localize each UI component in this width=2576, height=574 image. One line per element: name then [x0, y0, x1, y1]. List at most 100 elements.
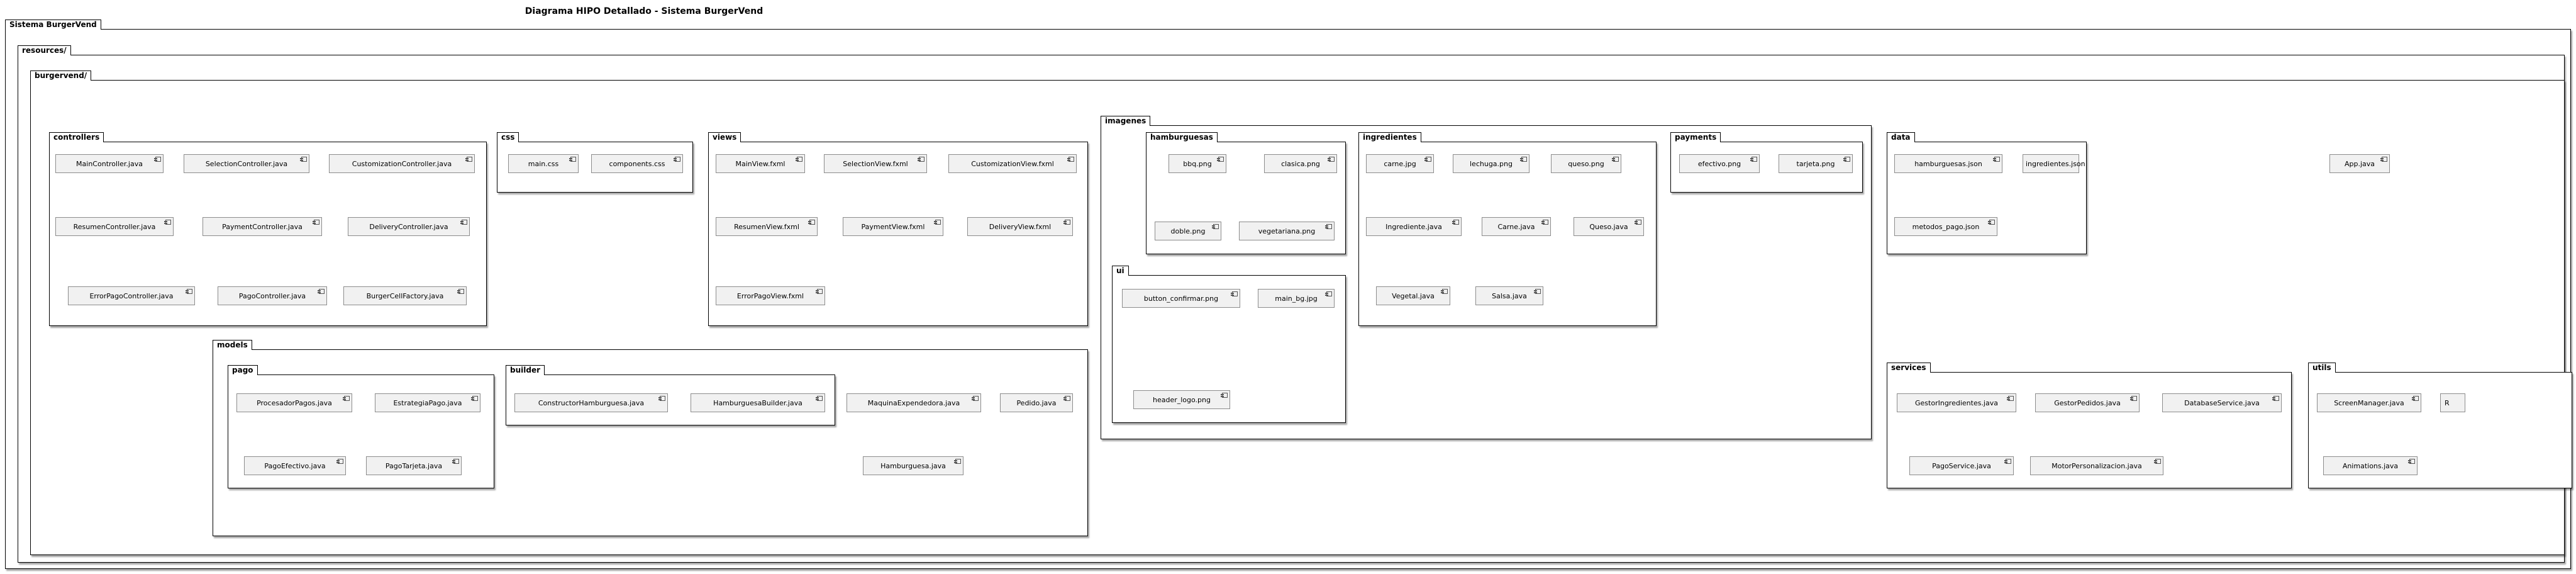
component-bbq-png[interactable]: bbq.png [1169, 154, 1226, 173]
component-icon [471, 396, 478, 401]
component-hamburguesas-json[interactable]: hamburguesas.json [1894, 154, 2002, 173]
component-icon [1541, 220, 1548, 225]
component-carne-jpg[interactable]: carne.jpg [1366, 154, 1434, 173]
component-tarjeta-png[interactable]: tarjeta.png [1779, 154, 1853, 173]
package-ingredientes-label: ingredientes [1358, 132, 1421, 142]
component-pedido[interactable]: Pedido.java [1000, 393, 1073, 412]
component-icon [1217, 157, 1224, 162]
component-icon [2130, 396, 2137, 401]
component-main-controller[interactable]: MainController.java [55, 154, 164, 173]
component-burger-cell-factory[interactable]: BurgerCellFactory.java [343, 286, 467, 305]
component-motor-personalizacion[interactable]: MotorPersonalizacion.java [2030, 456, 2163, 475]
component-gestor-pedidos[interactable]: GestorPedidos.java [2035, 393, 2140, 412]
component-pago-tarjeta[interactable]: PagoTarjeta.java [366, 456, 462, 475]
component-clasica-png[interactable]: clasica.png [1264, 154, 1337, 173]
component-constructor-hamburguesa[interactable]: ConstructorHamburguesa.java [514, 393, 668, 412]
component-icon [2408, 459, 2415, 464]
component-utils-clipped[interactable]: R [2440, 393, 2465, 412]
component-screen-manager[interactable]: ScreenManager.java [2317, 393, 2421, 412]
package-imagenes-label: imagenes [1101, 116, 1151, 126]
component-icon [336, 459, 343, 464]
component-selection-controller[interactable]: SelectionController.java [184, 154, 309, 173]
component-ingredientes-json[interactable]: ingredientes.json [2023, 154, 2085, 173]
component-icon [674, 157, 680, 162]
package-ui-label: ui [1112, 266, 1129, 276]
component-icon [452, 459, 459, 464]
component-hamburguesa[interactable]: Hamburguesa.java [863, 456, 963, 475]
component-icon [569, 157, 576, 162]
component-doble-png[interactable]: doble.png [1155, 222, 1221, 240]
package-payments-label: payments [1670, 132, 1721, 142]
component-icon [465, 157, 472, 162]
component-queso-png[interactable]: queso.png [1551, 154, 1621, 173]
component-icon [816, 289, 823, 294]
component-error-pago-view[interactable]: ErrorPagoView.fxml [716, 286, 825, 305]
component-vegetal-java[interactable]: Vegetal.java [1376, 286, 1450, 305]
component-payment-controller[interactable]: PaymentController.java [203, 217, 322, 236]
component-icon [1843, 157, 1850, 162]
component-salsa-java[interactable]: Salsa.java [1475, 286, 1543, 305]
component-procesador-pagos[interactable]: ProcesadorPagos.java [236, 393, 352, 412]
package-services-label: services [1887, 363, 1931, 373]
package-views-label: views [708, 132, 741, 142]
component-icon [1993, 157, 2000, 162]
component-icon [2380, 157, 2387, 162]
component-icon [2272, 396, 2279, 401]
component-resumen-controller[interactable]: ResumenController.java [55, 217, 174, 236]
component-icon [1063, 396, 1070, 401]
component-button-confirmar-png[interactable]: button_confirmar.png [1122, 289, 1240, 308]
component-icon [1452, 220, 1459, 225]
component-app-java[interactable]: App.java [2329, 154, 2390, 173]
component-icon [457, 289, 464, 294]
package-controllers-label: controllers [49, 132, 104, 142]
component-estrategia-pago[interactable]: EstrategiaPago.java [375, 393, 480, 412]
component-payment-view[interactable]: PaymentView.fxml [843, 217, 943, 236]
component-carne-java[interactable]: Carne.java [1482, 217, 1551, 236]
component-pago-service[interactable]: PagoService.java [1909, 456, 2014, 475]
component-icon [1231, 291, 1238, 296]
component-database-service[interactable]: DatabaseService.java [2162, 393, 2282, 412]
component-icon [1988, 220, 1995, 225]
component-animations[interactable]: Animations.java [2323, 456, 2418, 475]
component-customization-view[interactable]: CustomizationView.fxml [948, 154, 1077, 173]
component-icon [186, 289, 192, 294]
component-delivery-view[interactable]: DeliveryView.fxml [967, 217, 1073, 236]
component-icon [972, 396, 979, 401]
component-icon [154, 157, 161, 162]
package-resources-label: resources/ [18, 45, 71, 55]
package-pago-label: pago [228, 365, 258, 375]
diagram-title: Diagrama HIPO Detallado - Sistema Burger… [525, 6, 763, 16]
component-main-view[interactable]: MainView.fxml [716, 154, 805, 173]
component-metodos-pago-json[interactable]: metodos_pago.json [1894, 217, 1997, 236]
package-burgervend-label: burgervend/ [30, 70, 92, 81]
component-vegetariana-png[interactable]: vegetariana.png [1239, 222, 1335, 240]
component-queso-java[interactable]: Queso.java [1574, 217, 1644, 236]
component-icon [1328, 157, 1335, 162]
package-utils-label: utils [2308, 363, 2336, 373]
component-lechuga-png[interactable]: lechuga.png [1453, 154, 1530, 173]
component-gestor-ingredientes[interactable]: GestorIngredientes.java [1897, 393, 2016, 412]
component-icon [918, 157, 924, 162]
component-main-css[interactable]: main.css [508, 154, 579, 173]
component-icon [318, 289, 325, 294]
component-customization-controller[interactable]: CustomizationController.java [329, 154, 475, 173]
component-error-pago-controller[interactable]: ErrorPagoController.java [68, 286, 195, 305]
component-selection-view[interactable]: SelectionView.fxml [824, 154, 927, 173]
component-efectivo-png[interactable]: efectivo.png [1679, 154, 1760, 173]
component-icon [1534, 289, 1541, 294]
component-resumen-view[interactable]: ResumenView.fxml [716, 217, 818, 236]
component-maquina-expendedora[interactable]: MaquinaExpendedora.java [847, 393, 981, 412]
component-ingrediente-java[interactable]: Ingrediente.java [1366, 217, 1462, 236]
component-header-logo-png[interactable]: header_logo.png [1133, 390, 1230, 409]
component-icon [796, 157, 802, 162]
component-pago-controller[interactable]: PagoController.java [218, 286, 327, 305]
component-components-css[interactable]: components.css [591, 154, 683, 173]
component-icon [2004, 459, 2011, 464]
component-icon [300, 157, 307, 162]
component-pago-efectivo[interactable]: PagoEfectivo.java [244, 456, 346, 475]
component-main-bg-jpg[interactable]: main_bg.jpg [1258, 289, 1335, 308]
component-icon [808, 220, 815, 225]
component-hamburguesa-builder[interactable]: HamburguesaBuilder.java [691, 393, 825, 412]
component-delivery-controller[interactable]: DeliveryController.java [348, 217, 470, 236]
component-icon [164, 220, 171, 225]
